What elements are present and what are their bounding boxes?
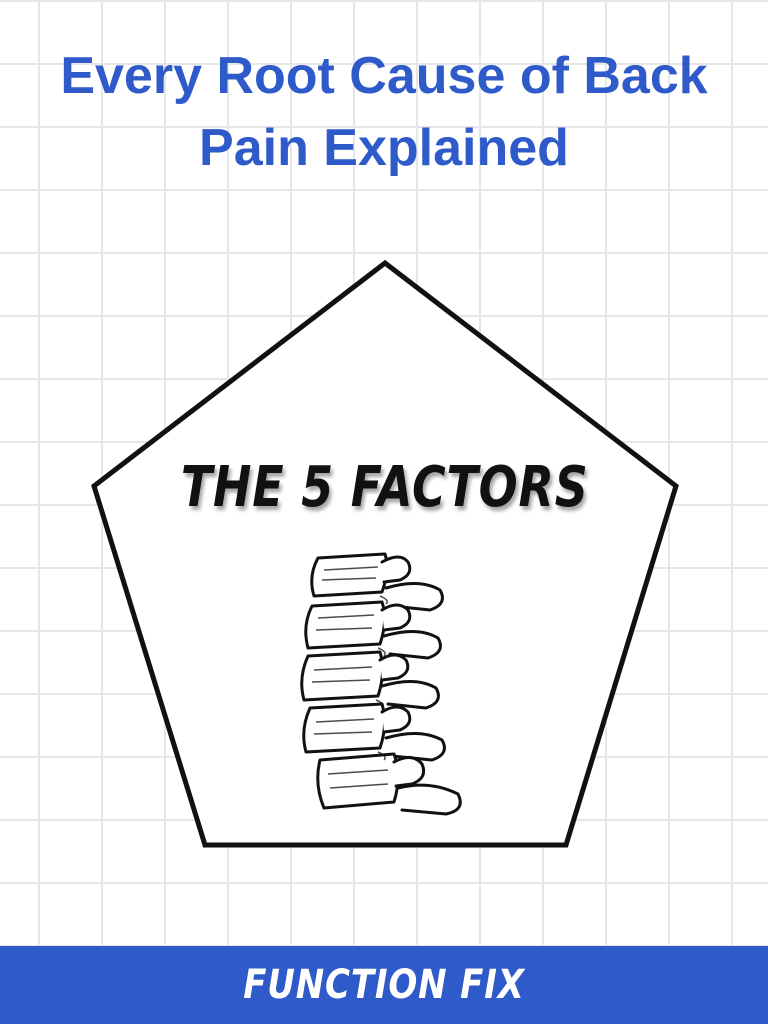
spine-vertebrae-icon xyxy=(300,552,462,816)
factors-heading: THE 5 FACTORS xyxy=(180,455,589,520)
page-title: Every Root Cause of Back Pain Explained xyxy=(0,40,768,184)
footer-bar: FUNCTION FIX xyxy=(0,946,768,1024)
page-title-line-1: Every Root Cause of Back xyxy=(60,47,708,105)
footer-brand: FUNCTION FIX xyxy=(243,962,525,1008)
page-title-line-2: Pain Explained xyxy=(199,119,569,177)
